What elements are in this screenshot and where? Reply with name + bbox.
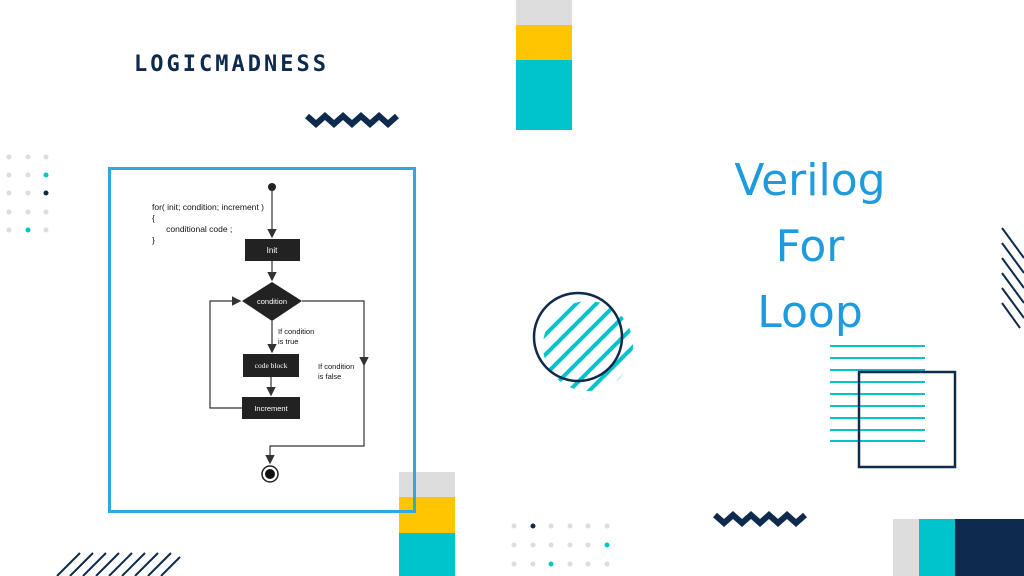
true-label-line2: is true [278,337,298,346]
dot-grid-bottom [511,523,610,567]
condition-node [242,282,302,321]
decor-bar-yellow [516,25,572,60]
edge-loop-back [209,296,242,409]
code-block-label: code block [255,361,288,370]
title-line-2: For [775,221,845,272]
decor-block-teal [919,519,955,576]
start-node [268,183,276,191]
init-label: Init [267,246,278,255]
square-outline [857,370,957,469]
false-label-line1: If condition [318,362,354,371]
condition-label: condition [257,297,287,306]
decor-bar-yellow-2 [399,497,455,533]
code-line: { [152,213,155,223]
end-node-ring [261,465,279,483]
code-line: } [152,235,155,245]
false-label-line2: is false [318,372,341,381]
decor-block-navy [955,519,1024,576]
dot-grid-left [6,154,49,233]
title-line-3: Loop [757,287,863,338]
diagonal-lines-right [1001,227,1024,329]
code-block-node [243,354,299,377]
title-line-1: Verilog [734,155,886,206]
flowchart-frame [108,167,416,513]
edge-condition-false [302,300,369,367]
zigzag-bottom [713,510,807,528]
code-line: for( init; condition; increment ) [152,202,264,212]
code-line: conditional code ; [152,224,233,234]
end-node [265,469,275,479]
circle-outline [532,291,624,383]
init-node [245,239,300,261]
brand-logo-text: LOGICMADNESS [134,52,329,77]
code-snippet: for( init; condition; increment ) { cond… [152,202,264,246]
edge-to-end [265,364,365,465]
page-title: Verilog For Loop [700,148,920,346]
increment-node [242,397,300,419]
increment-label: Increment [254,404,288,413]
decor-bar-grey-2 [399,472,455,497]
zigzag-top [305,111,399,129]
decor-block-grey [893,519,919,576]
diagonal-lines-bottom [56,552,181,576]
decor-bar-teal [516,60,572,130]
decor-bar-grey [516,0,572,25]
decor-bar-teal-2 [399,533,455,576]
horizontal-stripes [830,345,925,442]
true-label-line1: If condition [278,327,314,336]
